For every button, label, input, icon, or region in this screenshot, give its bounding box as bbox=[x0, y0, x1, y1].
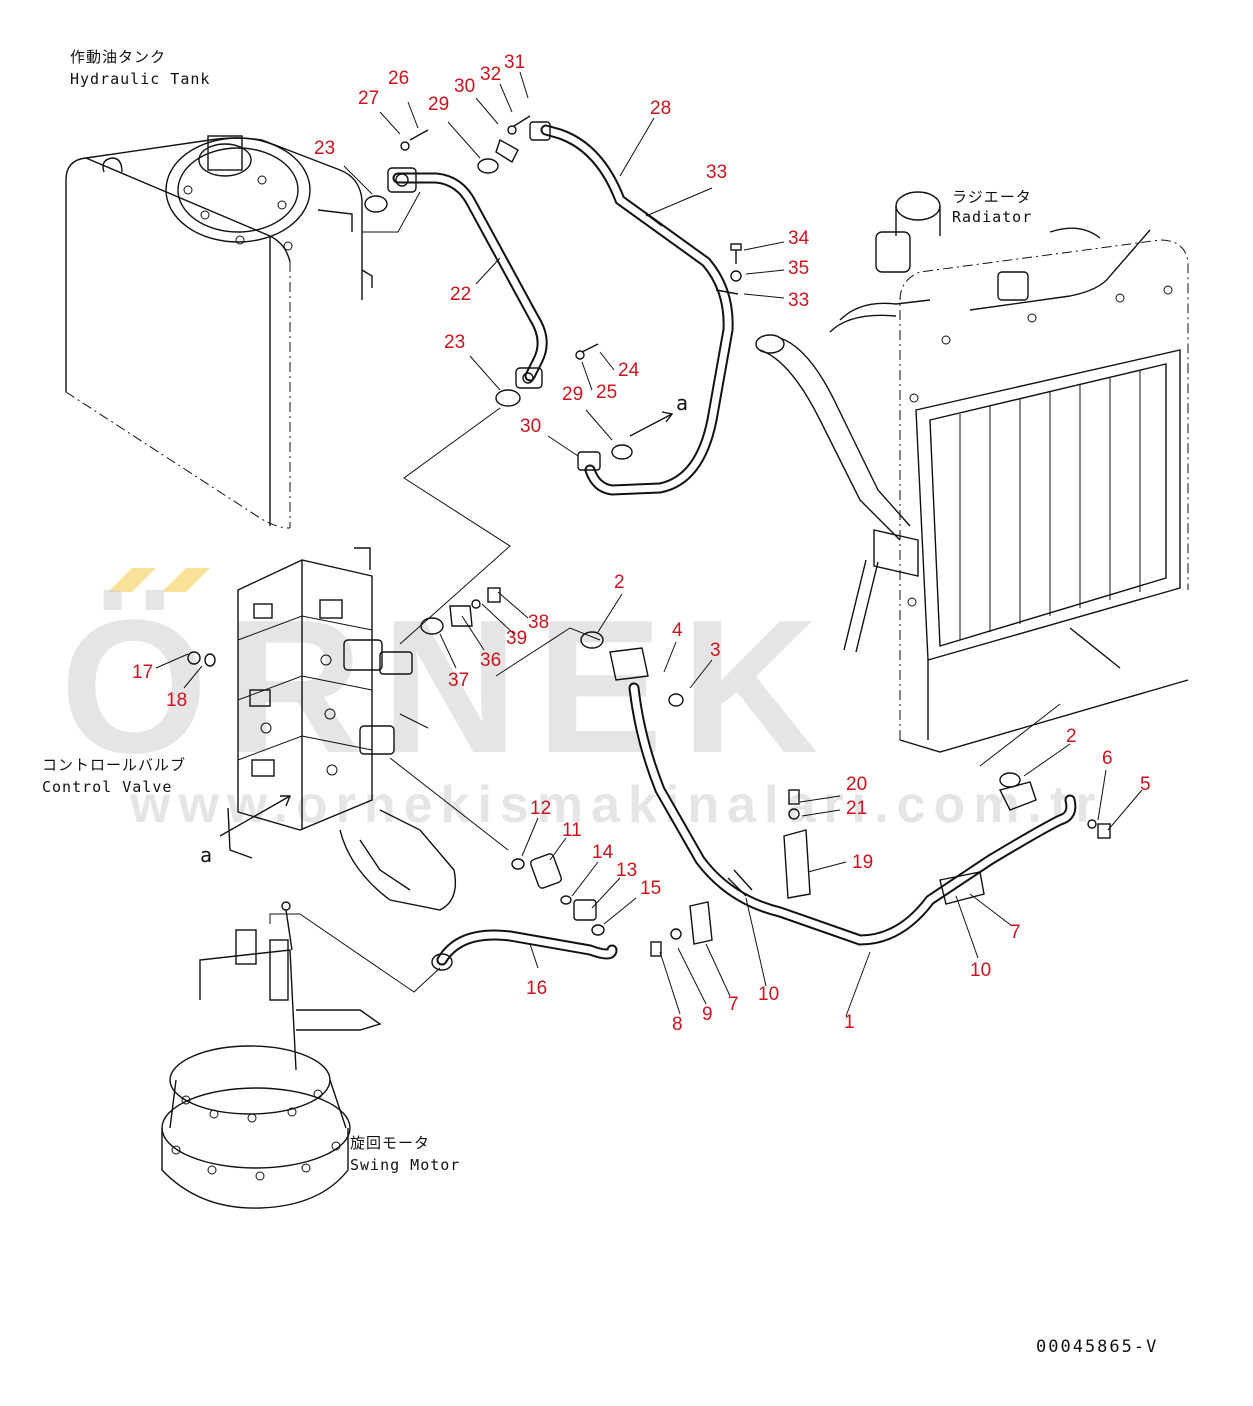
callout-31: 31 bbox=[504, 52, 525, 73]
callout-20: 20 bbox=[846, 774, 867, 795]
control-valve-drawing bbox=[219, 547, 457, 911]
callout-2b: 2 bbox=[1066, 726, 1077, 747]
callout-34: 34 bbox=[788, 228, 810, 249]
lower-hoses bbox=[187, 587, 1111, 971]
callout-2: 2 bbox=[614, 572, 625, 593]
callout-4: 4 bbox=[672, 620, 683, 641]
callout-15: 15 bbox=[640, 878, 661, 899]
callout-30b: 30 bbox=[520, 416, 541, 437]
swing-motor-label-en: Swing Motor bbox=[350, 1156, 460, 1174]
callout-35: 35 bbox=[788, 258, 809, 279]
callout-37: 37 bbox=[448, 670, 469, 691]
callout-19: 19 bbox=[852, 852, 873, 873]
callout-3: 3 bbox=[710, 640, 721, 661]
connection-marker-lower: a bbox=[200, 843, 213, 867]
callout-13: 13 bbox=[616, 860, 637, 881]
callout-16: 16 bbox=[526, 978, 547, 999]
callout-23: 23 bbox=[314, 138, 335, 159]
callout-6: 6 bbox=[1102, 748, 1113, 769]
callout-1: 1 bbox=[844, 1012, 855, 1033]
component-labels: 作動油タンク Hydraulic Tank ラジエータ Radiator コント… bbox=[42, 48, 1032, 1174]
hydraulic-tank-label-ja: 作動油タンク bbox=[70, 48, 166, 66]
radiator-drawing bbox=[755, 191, 1189, 753]
control-valve-label-ja: コントロールバルブ bbox=[42, 756, 186, 774]
watermark-url: www.ornekismakinalari.com.tr bbox=[129, 776, 1103, 834]
watermark: ÖRNEK www.ornekismakinalari.com.tr bbox=[60, 568, 1103, 834]
callout-10b: 10 bbox=[758, 984, 779, 1005]
control-valve-label-en: Control Valve bbox=[42, 778, 172, 796]
callout-7: 7 bbox=[1010, 922, 1021, 943]
watermark-accent-right bbox=[162, 568, 210, 592]
callout-30: 30 bbox=[454, 76, 475, 97]
radiator-label-ja: ラジエータ bbox=[952, 188, 1032, 206]
swing-motor-label-ja: 旋回モータ bbox=[350, 1134, 430, 1152]
callout-32: 32 bbox=[480, 64, 501, 85]
callout-36: 36 bbox=[480, 650, 501, 671]
callout-28: 28 bbox=[650, 98, 671, 119]
callout-38: 38 bbox=[528, 612, 549, 633]
callout-26: 26 bbox=[388, 68, 409, 89]
leader-lines bbox=[155, 71, 1143, 1017]
swing-motor-drawing bbox=[161, 901, 382, 1209]
upper-hoses bbox=[364, 115, 742, 496]
callout-9: 9 bbox=[702, 1004, 713, 1025]
drawing-code: 00045865-V bbox=[1036, 1337, 1158, 1357]
callout-7b: 7 bbox=[728, 994, 739, 1015]
callout-29b: 29 bbox=[562, 384, 583, 405]
hydraulic-tank-drawing bbox=[65, 135, 373, 529]
callout-10: 10 bbox=[970, 960, 991, 981]
callout-22: 22 bbox=[450, 284, 471, 305]
callout-21: 21 bbox=[846, 798, 867, 819]
routing-lines bbox=[269, 191, 1061, 993]
callout-14: 14 bbox=[592, 842, 614, 863]
callout-numbers: 26 27 23 29 30 32 31 28 33 34 35 33 22 2… bbox=[132, 52, 1151, 1035]
callout-5: 5 bbox=[1140, 774, 1151, 795]
radiator-label-en: Radiator bbox=[952, 208, 1032, 226]
callout-33: 33 bbox=[706, 162, 727, 183]
connection-marker-upper: a bbox=[676, 391, 689, 415]
callout-25: 25 bbox=[596, 382, 617, 403]
callout-17: 17 bbox=[132, 662, 153, 683]
callout-33b: 33 bbox=[788, 290, 809, 311]
callout-23b: 23 bbox=[444, 332, 465, 353]
callout-8: 8 bbox=[672, 1014, 683, 1035]
callout-18: 18 bbox=[166, 690, 187, 711]
callout-11: 11 bbox=[562, 820, 582, 841]
callout-29: 29 bbox=[428, 94, 449, 115]
callout-39: 39 bbox=[506, 628, 527, 649]
callout-12: 12 bbox=[530, 798, 551, 819]
hydraulic-tank-label-en: Hydraulic Tank bbox=[70, 70, 210, 88]
callout-27: 27 bbox=[358, 88, 379, 109]
callout-24: 24 bbox=[618, 360, 640, 381]
watermark-brand: ÖRNEK bbox=[60, 581, 836, 793]
watermark-accent-left bbox=[108, 568, 156, 592]
